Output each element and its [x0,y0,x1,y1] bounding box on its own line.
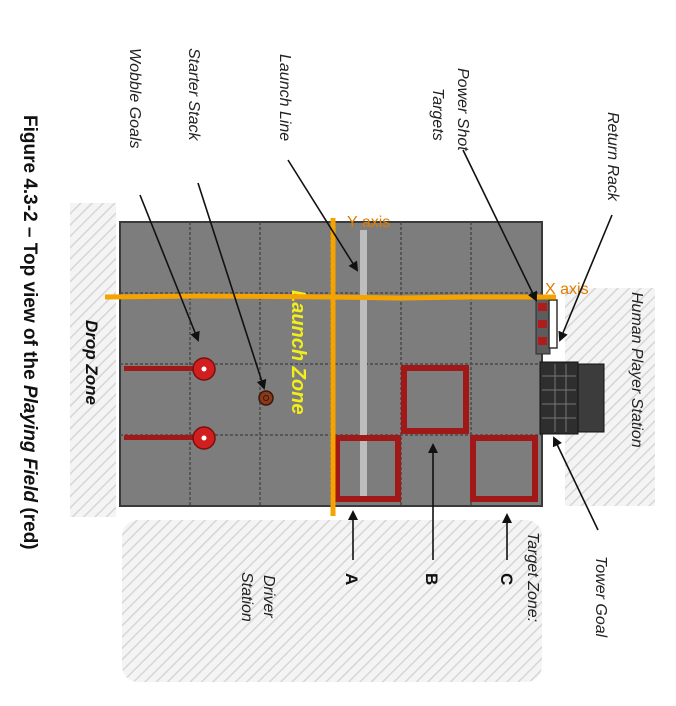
wobble-goal-2 [192,426,216,450]
tower-goal-label: Tower Goal [592,556,609,638]
human-player-station-label: Human Player Station [628,292,645,448]
wobble-goal-1 [192,357,216,381]
x-axis-line [104,293,556,301]
driver-station-area [122,520,542,682]
figure-caption: Figure 4.3-2 – Top view of the Playing F… [19,115,40,550]
tower-goal [539,361,605,435]
launch-line-label: Launch Line [276,54,293,141]
target-zone-b [401,365,469,434]
driver-station-label-line2: Station [238,572,255,622]
zone-b-label: B [422,573,441,585]
target-zone-c [470,435,538,502]
return-rack [548,299,558,349]
drop-zone-area [70,203,116,517]
drop-zone-label: Drop Zone [82,320,101,405]
launch-line [360,230,367,500]
power-shot-targets-label-line2: Targets [429,88,446,141]
leader-lines [139,149,613,560]
target-zone-label: Target Zone: [524,532,541,622]
power-shot-targets-label: Power Shot [454,68,471,151]
caption-suffix: (red) [19,502,40,550]
target-zone-a [334,435,401,502]
wobble-goals-label: Wobble Goals [126,48,143,149]
x-axis-label: X axis [545,281,589,298]
zone-a-label: A [342,573,361,585]
caption-prefix: Figure 4.3-2 – Top view of the [19,115,40,385]
launch-zone-label: Launch Zone [287,290,309,414]
y-axis-label: Y axis [347,214,390,231]
return-rack-label: Return Rack [604,112,621,202]
caption-emphasis: Playing Field [19,385,40,503]
zone-c-label: C [497,573,516,585]
wobble-start-line-2 [124,435,194,440]
starter-stack [258,390,274,406]
wobble-start-line-1 [124,366,194,371]
power-shot-targets [535,295,551,355]
driver-station-label: Driver [260,575,277,618]
starter-stack-label: Starter Stack [185,48,202,141]
